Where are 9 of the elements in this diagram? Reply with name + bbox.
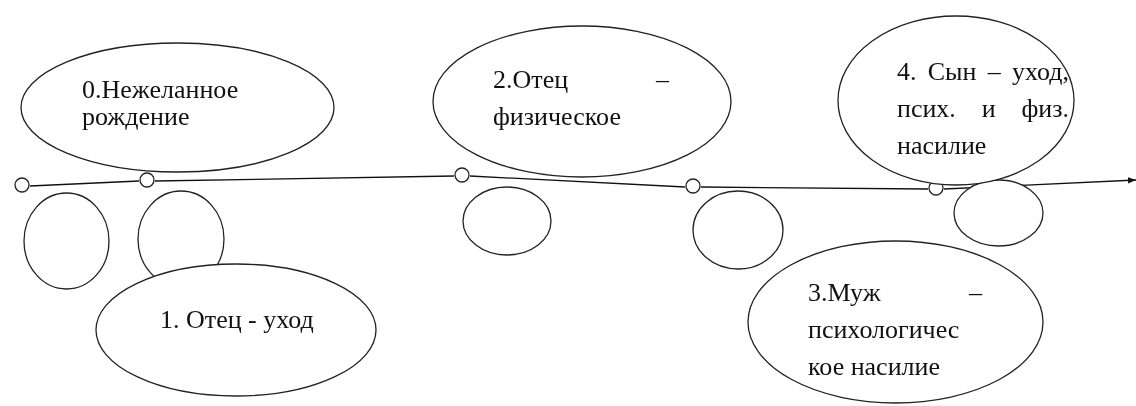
- event-label: 3.Муж – психологичес кое насилие: [808, 277, 982, 383]
- event-label: 1. Отец - уход: [160, 304, 315, 336]
- timeline-line: [154, 175, 455, 182]
- timeline-line: [700, 186, 929, 190]
- event-label: 2.Отец – физическое: [493, 64, 669, 133]
- timeline-line: [469, 175, 686, 188]
- event-label: 4. Сын – уход, псих. и физ. насилие: [897, 56, 1069, 162]
- event-label: 0.Нежеланное рождение: [82, 76, 240, 130]
- timeline-line: [29, 180, 140, 187]
